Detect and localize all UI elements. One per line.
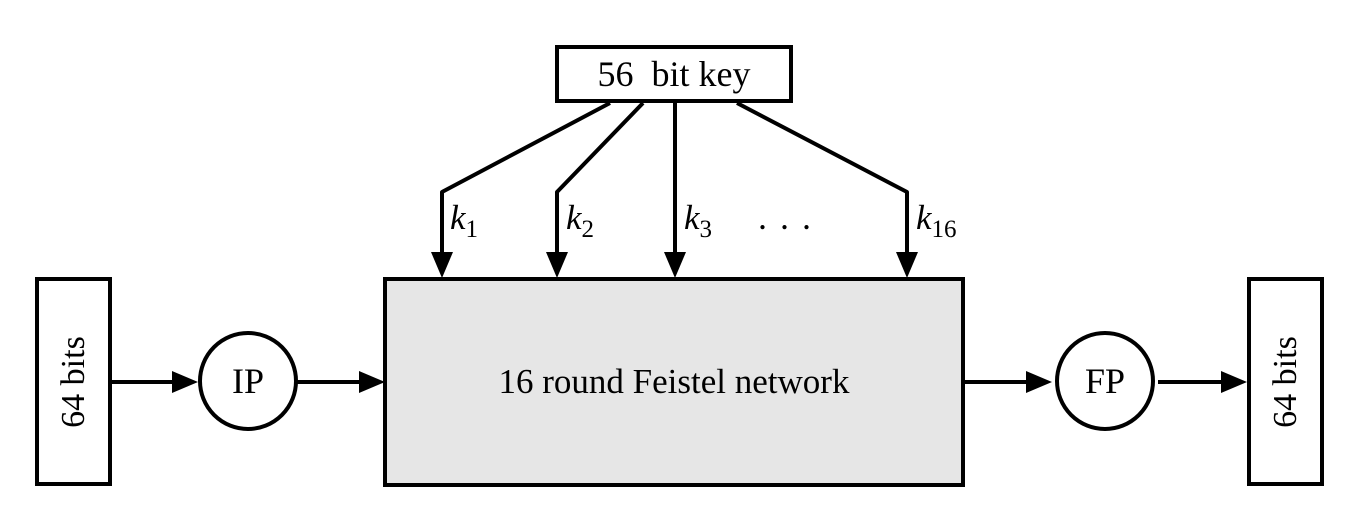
fp-node-label: FP	[1084, 361, 1126, 401]
feistel-box-label: 16 round Feistel network	[498, 362, 850, 401]
subkey-k1-sub: 1	[465, 216, 479, 243]
subkey-arrowhead-k3	[664, 252, 686, 278]
subkey-k1-base: k	[450, 198, 466, 237]
subkey-k16-sub: 16	[931, 216, 957, 243]
output-bits-label: 64 bits	[1266, 335, 1304, 428]
subkey-arrowhead-k16	[896, 252, 918, 278]
input-bits-label: 64 bits	[54, 335, 92, 428]
fp-node: FP	[1055, 331, 1155, 431]
subkey-k2-base: k	[566, 198, 582, 237]
subkey-line-k16	[736, 101, 909, 256]
fp-to-output-arrowhead	[1221, 371, 1247, 393]
key-box: 56 bit key	[555, 45, 793, 103]
subkey-arrowhead-k1	[431, 252, 453, 278]
subkey-k2-sub: 2	[581, 216, 595, 243]
subkey-label-k3: k3	[684, 198, 712, 242]
feistel-box: 16 round Feistel network	[383, 277, 965, 487]
output-bits-box: 64 bits	[1247, 277, 1324, 486]
ip-to-feistel-arrowhead	[359, 371, 385, 393]
subkey-line-k2	[555, 101, 645, 256]
ip-node: IP	[198, 331, 298, 431]
subkey-arrowhead-k2	[546, 252, 568, 278]
subkey-k3-base: k	[684, 198, 700, 237]
input-bits-box: 64 bits	[35, 277, 112, 486]
subkey-line-k1	[440, 101, 611, 256]
subkey-k3-sub: 3	[699, 216, 713, 243]
ip-node-label: IP	[231, 361, 264, 401]
input-to-ip-arrowhead	[172, 371, 198, 393]
key-box-label: 56 bit key	[597, 54, 751, 94]
subkey-label-k1: k1	[450, 198, 478, 242]
subkey-k16-base: k	[916, 198, 932, 237]
feistel-to-fp-arrowhead	[1026, 371, 1052, 393]
subkey-label-k16: k16	[916, 198, 957, 242]
subkey-ellipsis: ...	[758, 197, 824, 237]
subkey-label-k2: k2	[566, 198, 594, 242]
